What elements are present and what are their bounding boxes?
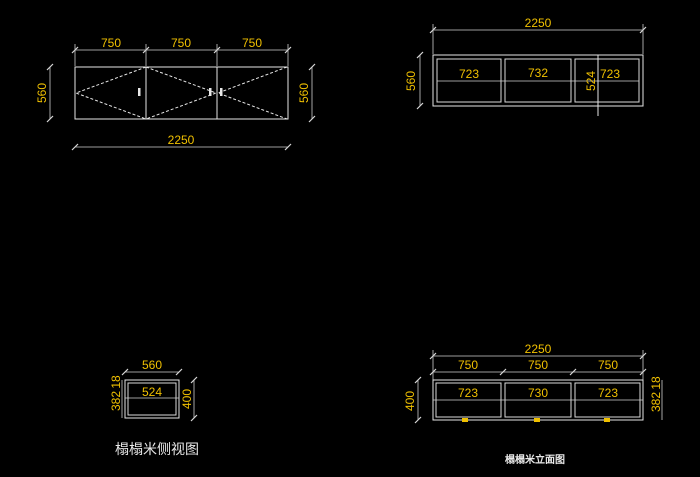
- elev-dim-left: 400: [403, 391, 417, 411]
- side-dim-left-1: 382: [109, 391, 123, 411]
- front-dim-tick: [416, 51, 424, 59]
- plan-dim-tick: [308, 63, 316, 71]
- elevation-view: 2250 750 750 750 723 730 723 400 382 18 …: [403, 342, 663, 466]
- elev-dim-part-1: 750: [458, 358, 478, 372]
- plan-cabinet-outline: [74, 66, 289, 120]
- side-dim-tick: [175, 368, 183, 376]
- side-dim-top: 560: [142, 358, 162, 372]
- elev-dim-tick: [414, 376, 422, 384]
- plan-door-swing: [145, 66, 218, 120]
- elev-dim-tick: [499, 368, 507, 376]
- plan-dim-tick: [71, 143, 79, 151]
- plan-dim-top-1: 750: [101, 36, 121, 50]
- elev-dim-tick: [414, 416, 422, 424]
- plan-handle-icon: [209, 88, 212, 96]
- side-dim-tick: [190, 376, 198, 384]
- side-dim-left-2: 18: [109, 375, 123, 389]
- side-cabinet-outline: [124, 379, 180, 419]
- elev-cell-label-1: 723: [458, 386, 478, 400]
- elev-cell-label-3: 723: [598, 386, 618, 400]
- front-cabinet-outline: [432, 54, 644, 107]
- elev-dim-part-2: 750: [528, 358, 548, 372]
- plan-dim-top-2: 750: [171, 36, 191, 50]
- plan-dim-tick: [46, 63, 54, 71]
- side-dim-right: 400: [180, 389, 194, 409]
- elev-leg-mark: [534, 418, 540, 422]
- elev-dim-right-2: 18: [649, 376, 663, 390]
- plan-dim-tick: [308, 115, 316, 123]
- plan-dim-tick: [46, 115, 54, 123]
- front-cell-2: [504, 58, 572, 103]
- front-dim-left: 560: [404, 71, 418, 91]
- front-view-upper: 2250 560 723 732 723 524: [404, 16, 647, 116]
- side-inner-box: [127, 382, 177, 416]
- plan-dim-left: 560: [35, 83, 49, 103]
- side-cell-label: 524: [142, 385, 162, 399]
- elevation-view-caption: 榻榻米立面图: [505, 453, 565, 466]
- elev-dim-total: 2250: [525, 342, 552, 356]
- elev-dim-part-3: 750: [598, 358, 618, 372]
- elev-leg-mark: [462, 418, 468, 422]
- front-dim-inner: 524: [584, 71, 598, 91]
- plan-dim-bottom: 2250: [168, 133, 195, 147]
- plan-dim-top-3: 750: [242, 36, 262, 50]
- plan-view: 750 750 750 560 560 2250: [35, 36, 316, 151]
- elev-dim-tick: [569, 368, 577, 376]
- elev-leg-mark: [604, 418, 610, 422]
- front-cell-label-1: 723: [459, 67, 479, 81]
- plan-handle-icon: [220, 88, 223, 96]
- side-dim-tick: [190, 414, 198, 422]
- plan-dim-right: 560: [297, 83, 311, 103]
- front-cell-3: [574, 58, 640, 103]
- plan-dim-tick: [284, 143, 292, 151]
- front-cell-label-2: 732: [528, 66, 548, 80]
- elev-dim-right-1: 382: [649, 392, 663, 412]
- side-dim-tick: [121, 368, 129, 376]
- elev-cell-label-2: 730: [528, 386, 548, 400]
- plan-door-swing: [74, 66, 147, 120]
- front-dim-tick: [416, 102, 424, 110]
- side-view: 560 524 382 18 400 榻榻米侧视图: [109, 358, 199, 458]
- plan-door-swing: [216, 66, 288, 120]
- front-cell-label-3: 723: [600, 67, 620, 81]
- front-dim-top: 2250: [525, 16, 552, 30]
- plan-handle-icon: [138, 88, 141, 96]
- front-cell-1: [436, 58, 502, 103]
- side-view-caption: 榻榻米侧视图: [115, 442, 199, 458]
